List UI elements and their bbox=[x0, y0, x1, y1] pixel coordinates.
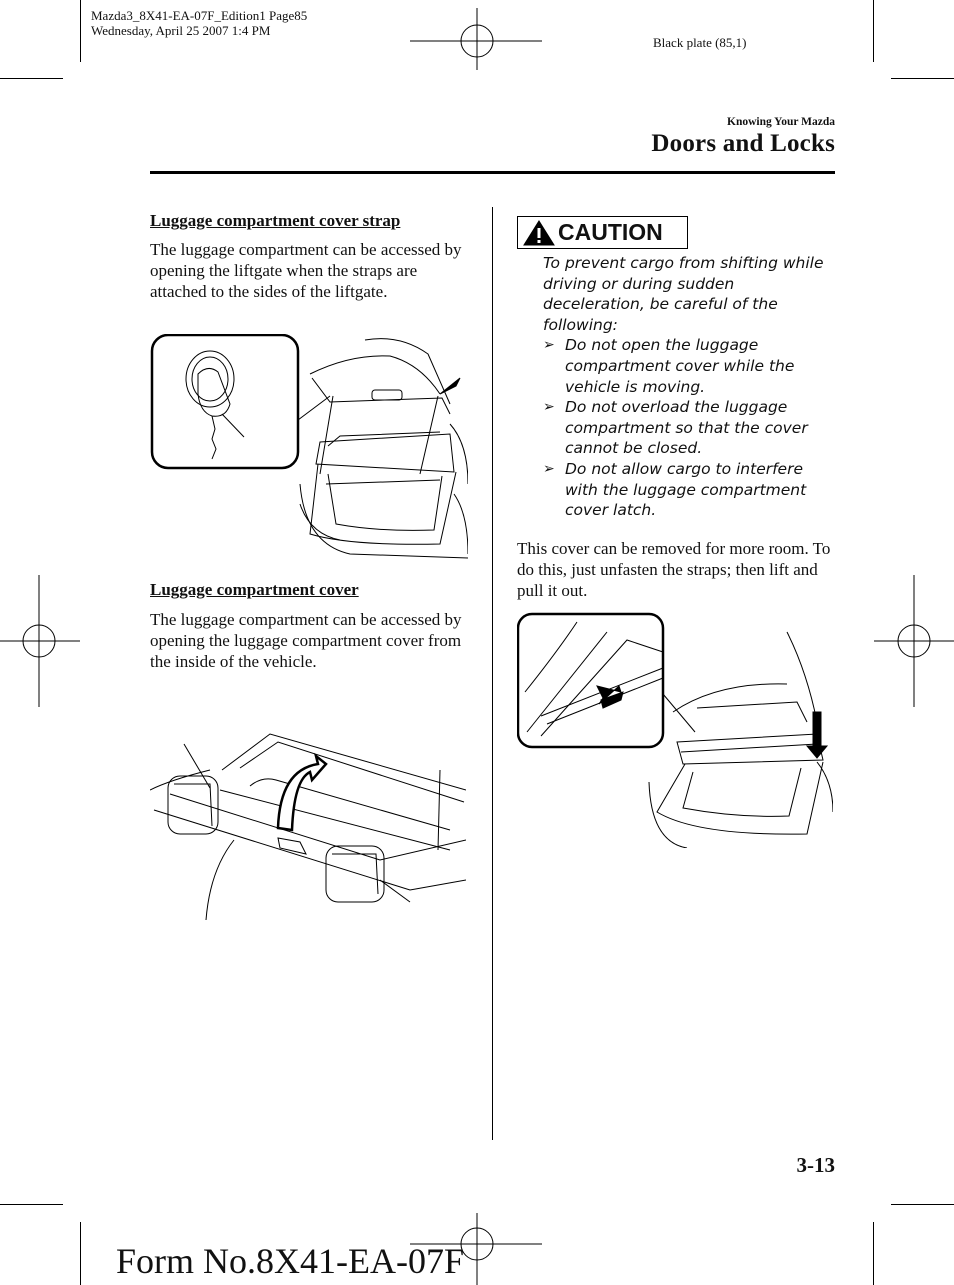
page-number: 3-13 bbox=[796, 1153, 836, 1177]
arrowhead-bullet-icon: ➢ bbox=[543, 399, 555, 416]
plate-label: Black plate (85,1) bbox=[653, 35, 747, 50]
crop-mark bbox=[80, 0, 81, 62]
caution-text: To prevent cargo from shifting while dri… bbox=[543, 253, 833, 521]
caution-item: ➢ Do not allow cargo to interfere with t… bbox=[543, 459, 833, 521]
crop-mark bbox=[873, 1222, 874, 1285]
caution-item: ➢ Do not overload the luggage compartmen… bbox=[543, 397, 833, 459]
crop-mark bbox=[0, 78, 63, 79]
caution-intro: To prevent cargo from shifting while dri… bbox=[543, 254, 824, 334]
header-file-line: Mazda3_8X41-EA-07F_Edition1 Page85 bbox=[91, 8, 308, 23]
registration-mark-bottom bbox=[410, 1213, 542, 1285]
caution-item-text: Do not overload the luggage compartment … bbox=[565, 398, 808, 458]
cover-illustration bbox=[150, 730, 466, 920]
caution-item-text: Do not open the luggage compartment cove… bbox=[565, 336, 795, 396]
strap-illustration bbox=[150, 334, 468, 570]
crop-mark bbox=[80, 1222, 81, 1285]
caution-label: CAUTION bbox=[558, 219, 663, 245]
remove-body: This cover can be removed for more room.… bbox=[517, 539, 831, 600]
strap-heading: Luggage compartment cover strap bbox=[150, 211, 401, 230]
column-divider bbox=[492, 207, 493, 1140]
arrowhead-bullet-icon: ➢ bbox=[543, 460, 555, 477]
crop-mark bbox=[891, 1204, 954, 1205]
warning-triangle-icon bbox=[523, 219, 555, 245]
crop-mark bbox=[0, 1204, 63, 1205]
registration-mark-left bbox=[0, 575, 80, 707]
remove-illustration bbox=[517, 612, 833, 848]
section-title: Doors and Locks bbox=[651, 130, 835, 157]
caution-item-text: Do not allow cargo to interfere with the… bbox=[565, 459, 807, 520]
cover-body: The luggage compartment can be accessed … bbox=[150, 610, 462, 671]
cover-heading: Luggage compartment cover bbox=[150, 580, 359, 599]
form-number: Form No.8X41-EA-07F bbox=[116, 1241, 464, 1281]
header-rule bbox=[150, 171, 835, 174]
caution-box: CAUTION bbox=[517, 216, 688, 249]
header-date-line: Wednesday, April 25 2007 1:4 PM bbox=[91, 23, 271, 38]
registration-mark-top bbox=[410, 8, 542, 70]
arrowhead-bullet-icon: ➢ bbox=[543, 337, 555, 354]
caution-item: ➢ Do not open the luggage compartment co… bbox=[543, 335, 833, 397]
crop-mark bbox=[873, 0, 874, 62]
chapter-label: Knowing Your Mazda bbox=[727, 116, 835, 128]
strap-body: The luggage compartment can be accessed … bbox=[150, 240, 462, 301]
crop-mark bbox=[891, 78, 954, 79]
registration-mark-right bbox=[874, 575, 954, 707]
